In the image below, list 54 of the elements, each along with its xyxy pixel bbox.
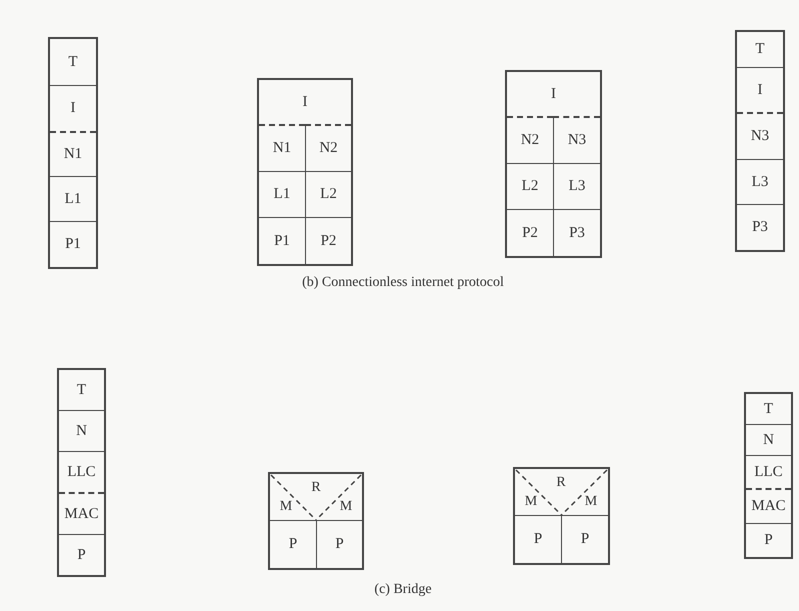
- layer-cell: P2: [305, 217, 351, 264]
- layer-cell: T: [50, 39, 96, 85]
- layer-cell: P: [515, 515, 561, 563]
- layer-cell: L3: [737, 159, 783, 204]
- layer-cell: LLC: [59, 451, 104, 492]
- layer-cell: P3: [737, 204, 783, 250]
- protocol-stack: [513, 467, 610, 565]
- protocol-stack: [735, 30, 785, 252]
- figure-caption: (c) Bridge: [374, 582, 432, 598]
- layer-cell: N: [746, 424, 791, 455]
- protocol-stack: [505, 70, 602, 258]
- layer-cell: N: [59, 410, 104, 451]
- protocol-stack: [48, 37, 98, 269]
- layer-cell: P2: [507, 209, 553, 256]
- layer-cell: N2: [507, 116, 553, 163]
- layer-cell: I: [50, 85, 96, 131]
- layer-label: M: [333, 496, 359, 518]
- layer-cell: P: [561, 515, 608, 563]
- layer-cell: P3: [553, 209, 600, 256]
- layer-cell: P1: [259, 217, 305, 264]
- layer-cell: L2: [507, 163, 553, 209]
- protocol-stack: [57, 368, 106, 577]
- layer-cell: L1: [50, 176, 96, 221]
- layer-label: M: [518, 491, 544, 513]
- layer-cell: L3: [553, 163, 600, 209]
- layer-label: M: [578, 491, 604, 513]
- protocol-stack: [744, 392, 793, 559]
- layer-cell: T: [737, 32, 783, 67]
- layer-cell: N2: [305, 124, 351, 171]
- layer-cell: P1: [50, 221, 96, 267]
- layer-cell: T: [59, 370, 104, 410]
- layer-cell: P: [59, 534, 104, 575]
- layer-label: M: [273, 496, 299, 518]
- protocol-stack: [257, 78, 353, 266]
- layer-cell: I: [259, 80, 351, 124]
- layer-cell: MAC: [746, 488, 791, 523]
- layer-label: R: [546, 471, 576, 495]
- layer-cell: N3: [553, 116, 600, 163]
- layer-cell: N1: [259, 124, 305, 171]
- layer-cell: L2: [305, 171, 351, 217]
- layer-cell: MAC: [59, 492, 104, 534]
- layer-cell: L1: [259, 171, 305, 217]
- layer-cell: T: [746, 394, 791, 424]
- figure-caption: (b) Connectionless internet protocol: [302, 275, 504, 291]
- layer-cell: LLC: [746, 455, 791, 488]
- layer-label: R: [301, 476, 331, 500]
- layer-cell: I: [507, 72, 600, 116]
- layer-cell: N1: [50, 131, 96, 176]
- layer-cell: I: [737, 67, 783, 112]
- protocol-stack: [268, 472, 364, 570]
- layer-cell: P: [316, 520, 362, 568]
- layer-cell: N3: [737, 112, 783, 159]
- layer-cell: P: [270, 520, 316, 568]
- layer-cell: P: [746, 523, 791, 557]
